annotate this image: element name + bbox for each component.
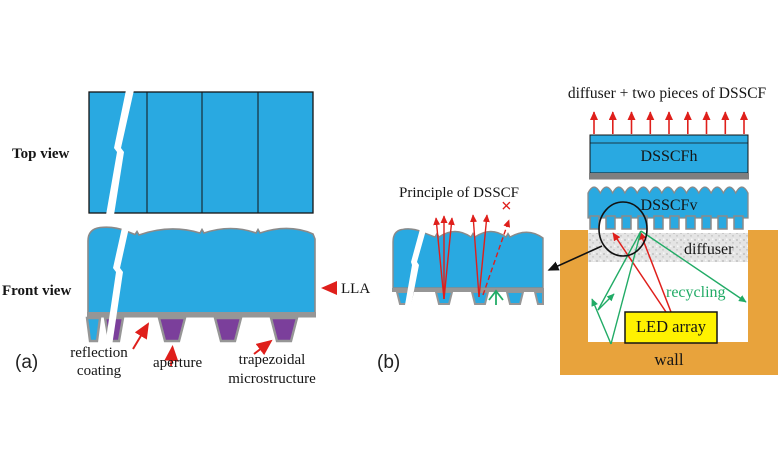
top-view-shape bbox=[88, 90, 314, 215]
recycling-label: recycling bbox=[666, 284, 726, 301]
diffuser-label: diffuser bbox=[684, 241, 734, 258]
dsscfv-label: DSSCFv bbox=[640, 197, 698, 214]
dsscfh-label: DSSCFh bbox=[640, 148, 698, 165]
reflection-coating-label: reflection coating bbox=[70, 345, 128, 379]
panel-a-tag: (a) bbox=[15, 352, 39, 373]
label-arrows-a bbox=[132, 281, 337, 367]
principle-structure bbox=[392, 228, 544, 306]
aperture-arrow bbox=[164, 345, 179, 367]
recycling-rays-green bbox=[591, 230, 747, 345]
break-line bbox=[405, 229, 426, 306]
trapezoidal-arrow bbox=[253, 339, 273, 356]
led-array-label: LED array bbox=[635, 317, 707, 336]
wall-label: wall bbox=[654, 350, 684, 369]
front-view-shape bbox=[85, 223, 316, 346]
trapezoid-microstructure bbox=[85, 316, 299, 343]
recycle-arrow bbox=[488, 289, 504, 305]
dsscfh-divider-bar bbox=[589, 173, 749, 180]
dsscfv-block bbox=[587, 186, 749, 230]
break-line bbox=[105, 223, 130, 346]
magnifier-arrow bbox=[547, 245, 603, 271]
principle-label: Principle of DSSCF bbox=[399, 185, 520, 201]
rejected-ray-dashed bbox=[482, 219, 511, 296]
aperture-label: aperture bbox=[153, 355, 203, 371]
top-view-label: Top view bbox=[12, 146, 70, 162]
front-view-label: Front view bbox=[2, 283, 72, 299]
principle-rays bbox=[433, 214, 511, 300]
wall-shape bbox=[560, 230, 778, 375]
lla-label: LLA bbox=[341, 281, 371, 297]
led-rays-red bbox=[612, 231, 672, 313]
reject-x-mark: × bbox=[501, 196, 512, 217]
break-line bbox=[106, 90, 134, 215]
reflection-coating-arrow bbox=[132, 322, 150, 350]
panel-b-tag: (b) bbox=[377, 352, 401, 373]
led-array-box bbox=[624, 311, 718, 344]
dsscfh-output-arrows bbox=[590, 111, 748, 134]
magnifier-circle bbox=[598, 201, 648, 257]
stack-header-label: diffuser + two pieces of DSSCF bbox=[567, 85, 767, 102]
trapezoidal-label: trapezoidal microstructure bbox=[228, 352, 316, 387]
dsscfh-block bbox=[589, 134, 749, 174]
reflection-coating-strip bbox=[87, 312, 316, 318]
